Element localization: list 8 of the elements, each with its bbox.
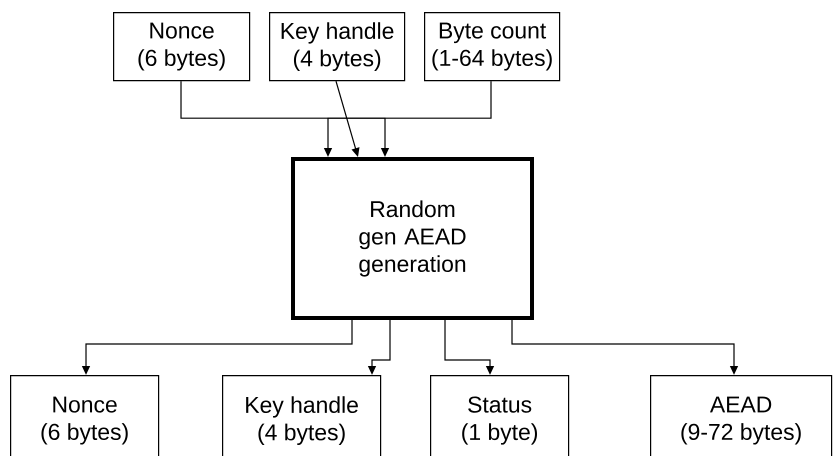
data-box: Key handle (4 bytes) [222,374,382,456]
data-box: Byte count (1-64 bytes) [424,12,560,82]
data-box: Nonce (6 bytes) [10,374,160,456]
data-box: Nonce (6 bytes) [113,12,250,82]
data-box: Status (1 byte) [430,374,570,456]
process-box: Random gen AEAD generation [291,157,534,320]
data-box: Key handle (4 bytes) [269,12,406,82]
data-box: AEAD (9-72 bytes) [650,374,832,456]
